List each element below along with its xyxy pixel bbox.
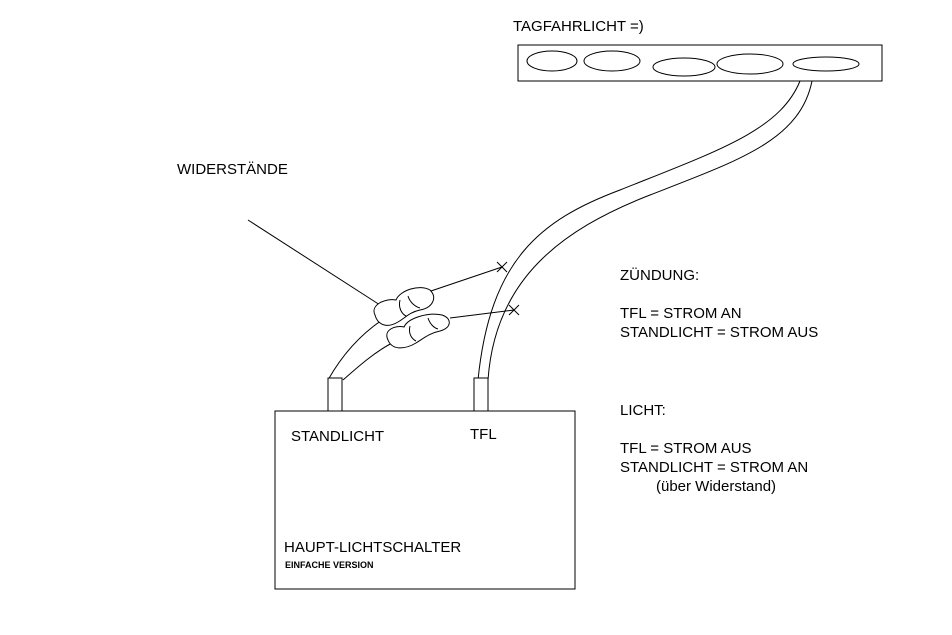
resistor-2 <box>386 313 450 349</box>
drl-led-4 <box>716 53 784 75</box>
parking-light-terminal-label: STANDLICHT <box>291 428 385 445</box>
terminal-parking <box>327 377 343 412</box>
junction-marks <box>496 261 520 316</box>
light-state-block: LICHT: TFL = STROM AUS STANDLICHT = STRO… <box>620 401 808 496</box>
light-drl-state: TFL = STROM AUS <box>620 440 752 457</box>
resistor-wires <box>327 266 515 381</box>
resistor-1 <box>373 287 435 326</box>
terminal-drl <box>473 377 489 412</box>
drl-led-1 <box>526 50 578 72</box>
drl-light-bar <box>517 44 883 82</box>
ignition-heading: ZÜNDUNG: <box>620 267 700 284</box>
main-switch-box <box>274 410 576 590</box>
resistor-pointer-line <box>247 219 381 306</box>
resistors-label: WIDERSTÄNDE <box>177 161 288 178</box>
drl-led-5 <box>792 56 860 72</box>
light-resistor-note: (über Widerstand) <box>656 478 777 495</box>
light-parking-state: STANDLICHT = STROM AN <box>620 459 809 476</box>
switch-name-label: HAUPT-LICHTSCHALTER <box>284 539 462 556</box>
drl-cable <box>477 80 813 381</box>
drl-label: TAGFAHRLICHT =) <box>513 18 644 35</box>
ignition-drl-state: TFL = STROM AN <box>620 305 742 322</box>
switch-version-label: EINFACHE VERSION <box>285 560 374 570</box>
drl-terminal-label: TFL <box>470 426 497 443</box>
ignition-parking-state: STANDLICHT = STROM AUS <box>620 324 819 341</box>
ignition-state-block: ZÜNDUNG: TFL = STROM AN STANDLICHT = STR… <box>620 266 818 342</box>
drl-led-3 <box>652 57 716 77</box>
light-heading: LICHT: <box>620 402 666 419</box>
drl-led-2 <box>583 50 641 72</box>
